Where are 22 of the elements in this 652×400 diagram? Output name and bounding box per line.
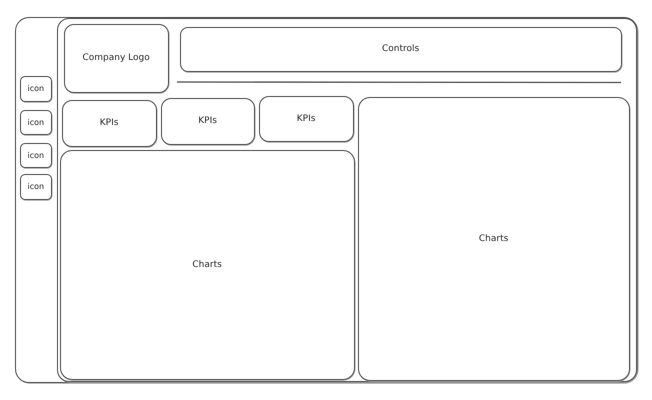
kpi-card bbox=[62, 100, 157, 147]
kpi-card bbox=[258, 96, 354, 142]
icon-slot bbox=[20, 110, 52, 135]
kpi-card bbox=[160, 98, 255, 145]
node-label: Controls bbox=[382, 44, 420, 54]
icon-slot bbox=[20, 174, 52, 200]
icon-slot bbox=[20, 76, 52, 102]
header-tile bbox=[64, 24, 169, 93]
node-label: icon bbox=[28, 182, 44, 192]
node-label: KPIs bbox=[100, 118, 118, 128]
controls-bar bbox=[180, 26, 622, 72]
node-label: icon bbox=[28, 84, 44, 94]
chart-panel bbox=[358, 96, 630, 381]
node-label: Charts bbox=[478, 234, 508, 244]
icon-slot bbox=[20, 142, 52, 168]
node-label: Company Logo bbox=[82, 53, 150, 64]
node-label: KPIs bbox=[296, 114, 316, 124]
chart-panel bbox=[60, 150, 355, 380]
node-label: Charts bbox=[192, 260, 222, 270]
node-label: icon bbox=[28, 118, 44, 127]
node-label: icon bbox=[28, 150, 44, 160]
node-label: KPIs bbox=[198, 116, 217, 126]
